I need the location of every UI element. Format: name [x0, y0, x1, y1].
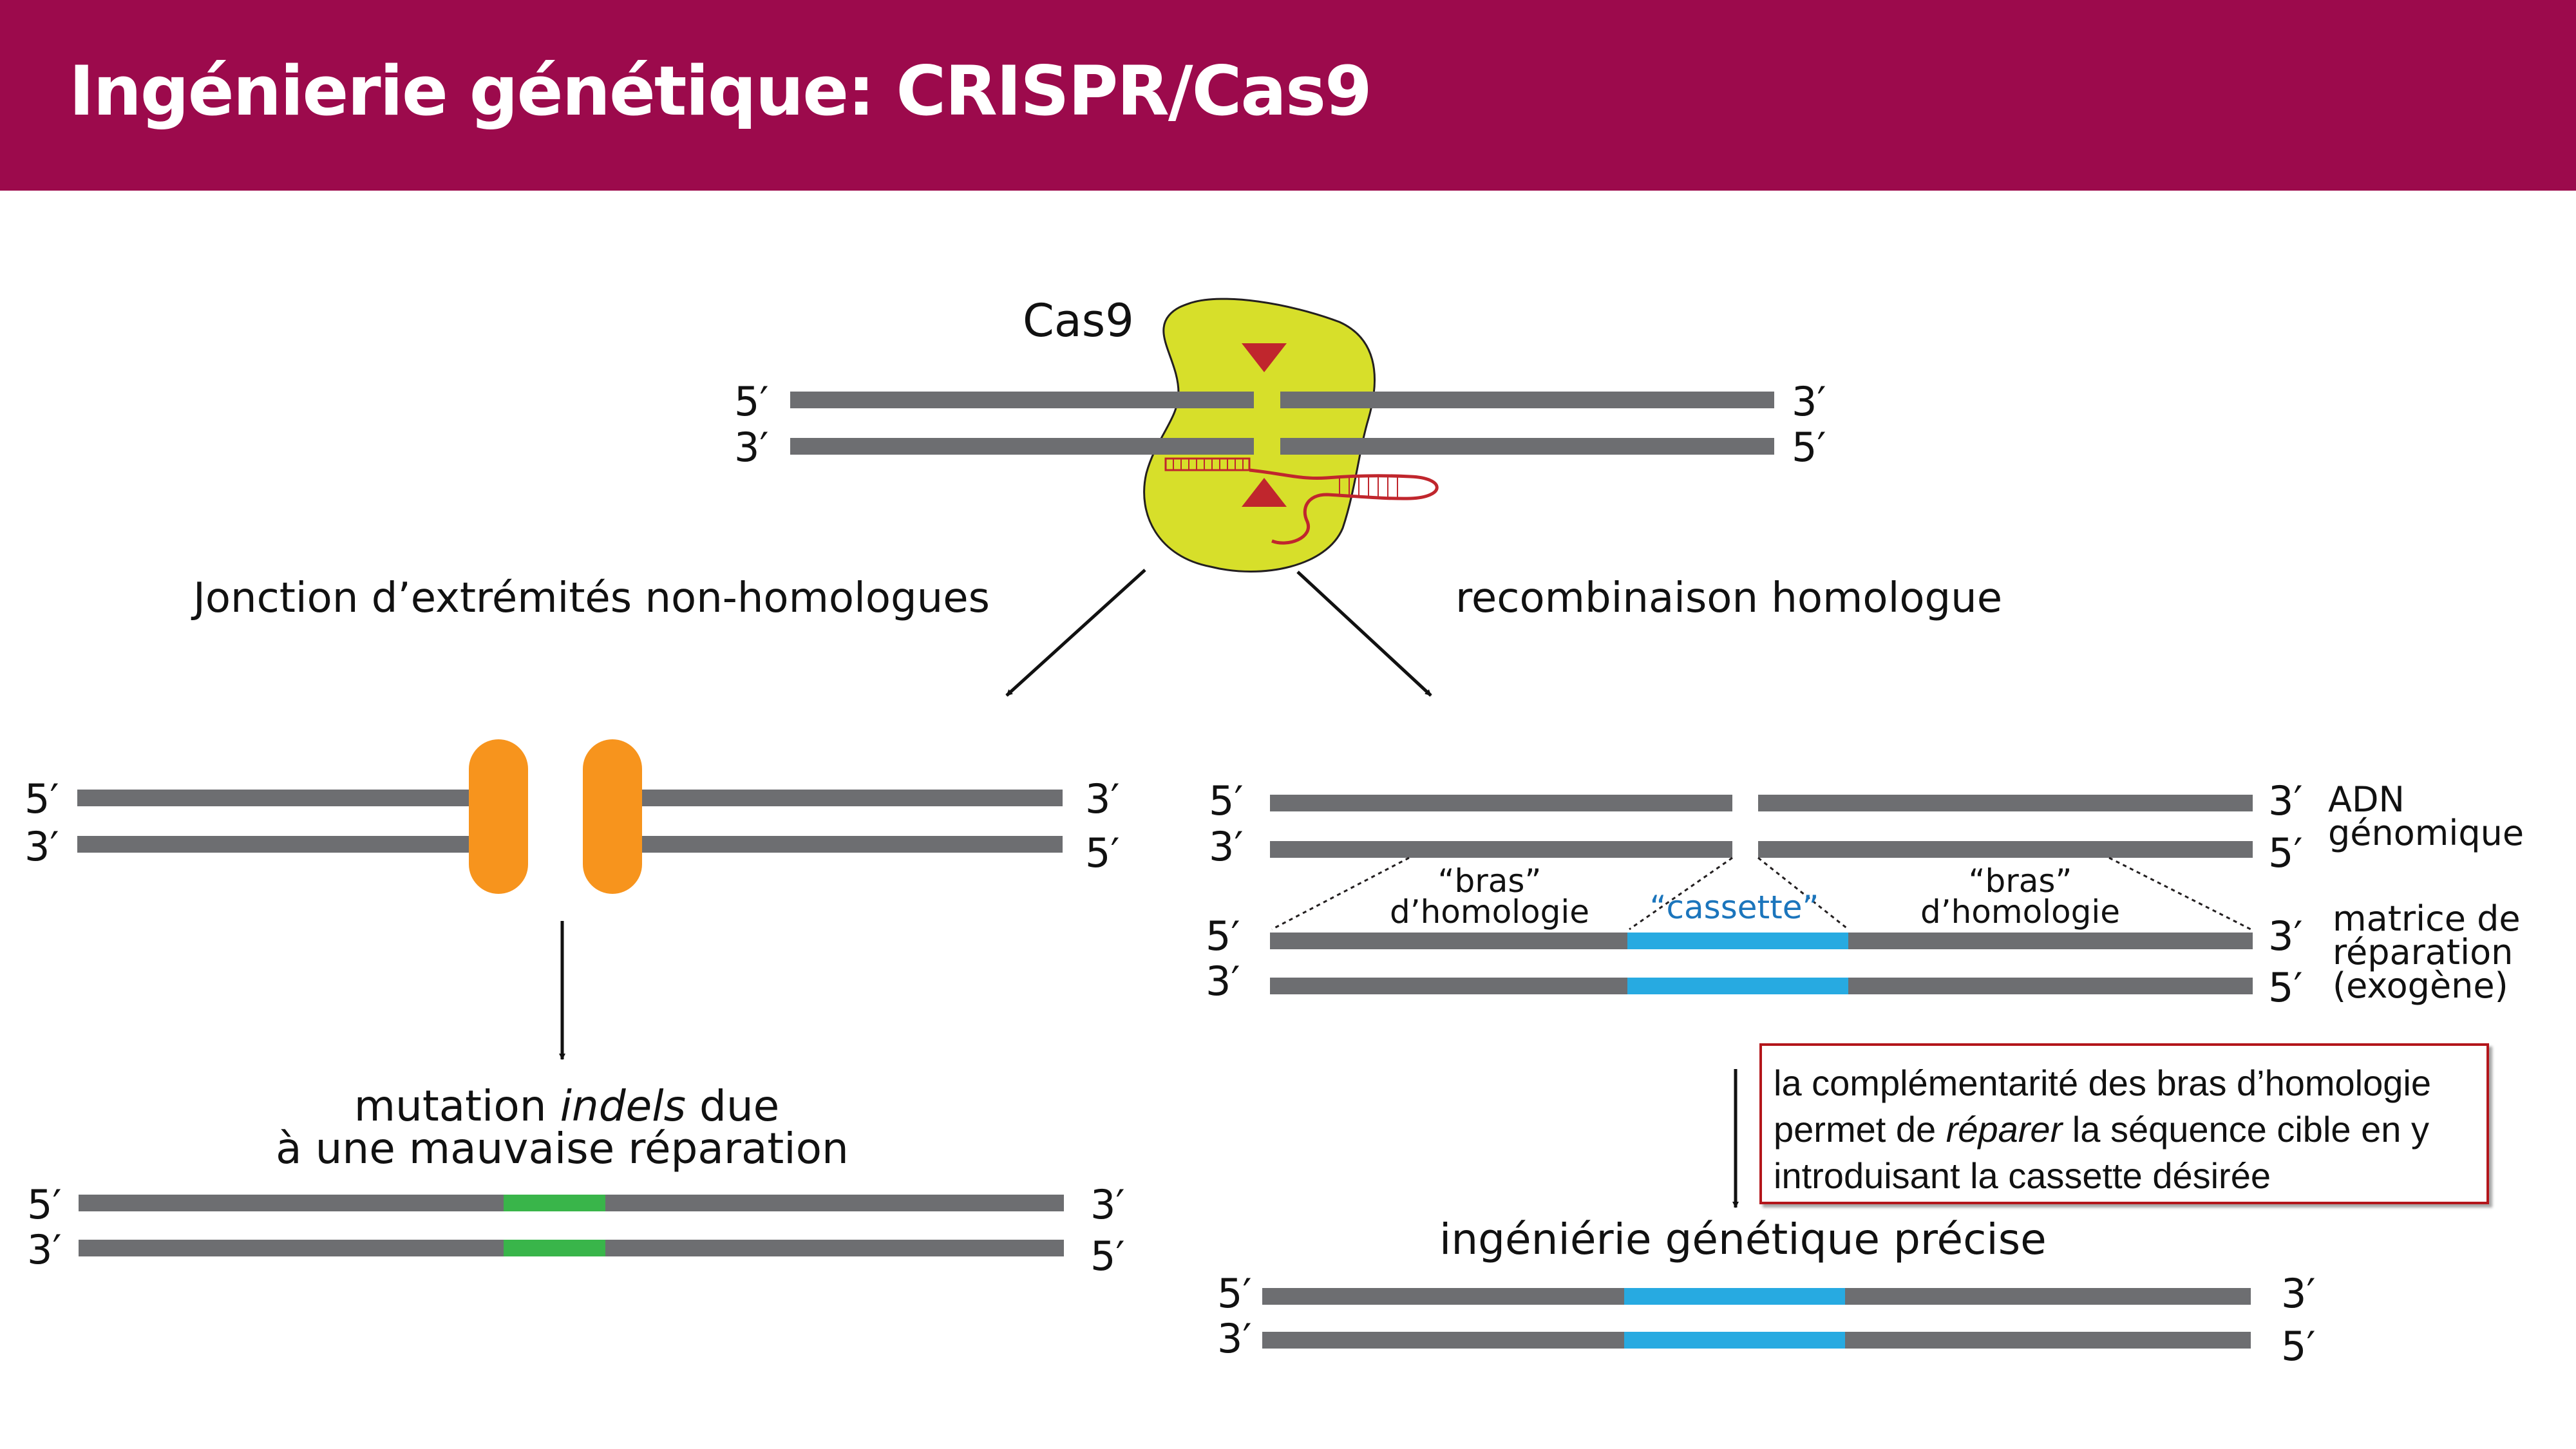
cut-marker-bottom	[1242, 478, 1287, 507]
arm-left-label-line1: “bras”	[1438, 862, 1542, 900]
nhej-strand-top-left	[77, 790, 483, 806]
arrow-to-nhej	[1005, 569, 1146, 697]
hdr-template-labels: “bras” d’homologie “cassette” “bras” d’h…	[1390, 862, 2120, 931]
target-strand-top-right	[1280, 392, 1774, 408]
title-banner: Ingénierie génétique: CRISPR/Cas9	[0, 0, 2576, 191]
nhej-top-5prime: 5′	[24, 775, 59, 822]
target-strand-top-left	[790, 392, 1254, 408]
nhej-result-top-3prime: 3′	[1090, 1181, 1125, 1228]
ku-protein-left	[469, 739, 528, 894]
nhej-strand-bottom-left	[77, 836, 483, 853]
hdr-genomic-dna: 5′ 3′ 3′ 5′ ADN génomique	[1209, 777, 2524, 876]
target-bottom-5prime: 5′	[1792, 424, 1826, 471]
arm-right-label-line1: “bras”	[1969, 862, 2072, 900]
target-dna: 5′ 3′ 3′ 5′	[734, 378, 1826, 471]
note-line-3: introduisant la cassette désirée	[1774, 1155, 2271, 1196]
hdr-result-bottom-5prime: 5′	[2281, 1323, 2316, 1370]
nhej-result: mutation indels due à une mauvaise répar…	[27, 1081, 1125, 1280]
target-bottom-3prime: 3′	[734, 424, 769, 471]
nhej-bottom-5prime: 5′	[1085, 829, 1120, 876]
nhej-result-bottom-3prime: 3′	[27, 1226, 62, 1273]
cas9-label: Cas9	[1023, 294, 1134, 347]
genomic-top-5prime: 5′	[1209, 777, 1244, 824]
nhej-result-line1: mutation indels due	[354, 1081, 780, 1131]
template-label-line3: (exogène)	[2333, 965, 2508, 1006]
template-top-3prime: 3′	[2268, 913, 2303, 960]
nhej-result-line2: à une mauvaise réparation	[276, 1124, 849, 1173]
guide-rna-scaffold	[1249, 468, 1439, 545]
homology-guides	[1271, 857, 2251, 931]
hdr-result-cassette-bottom	[1624, 1332, 1845, 1349]
nhej-strand-bottom-right	[618, 836, 1063, 853]
arm-left-label-line2: d’homologie	[1390, 893, 1589, 931]
note-line-1: la complémentarité des bras d’homologie	[1774, 1063, 2431, 1103]
nhej-broken-dna: 5′ 3′ 3′ 5′	[24, 739, 1120, 894]
genomic-strand-top-left	[1270, 795, 1732, 811]
cut-marker-top	[1242, 343, 1287, 372]
cassette-label: “cassette”	[1650, 889, 1819, 926]
note-line-2: permet de réparer la séquence cible en y	[1774, 1109, 2429, 1150]
hdr-result: ingéniérie génétique précise 5′ 3′ 3′ 5′	[1217, 1215, 2316, 1370]
genomic-bottom-3prime: 3′	[1209, 823, 1244, 870]
genomic-top-3prime: 3′	[2268, 777, 2303, 824]
nhej-result-bottom-5prime: 5′	[1090, 1233, 1125, 1280]
arrow-to-hdr	[1296, 571, 1432, 697]
guide-left-inner	[1629, 857, 1733, 931]
genomic-strand-top-right	[1758, 795, 2253, 811]
guide-rna-ticks	[1173, 459, 1244, 470]
template-label-line1: matrice de	[2333, 898, 2521, 939]
page-title: Ingénierie génétique: CRISPR/Cas9	[69, 52, 1372, 131]
hdr-result-label: ingéniérie génétique précise	[1439, 1215, 2047, 1264]
template-bottom-5prime: 5′	[2268, 964, 2303, 1011]
arm-right-label-line2: d’homologie	[1920, 893, 2120, 931]
target-strand-bottom-left	[790, 438, 1254, 455]
genomic-strand-bottom-right	[1758, 841, 2253, 858]
template-top-5prime: 5′	[1206, 913, 1240, 960]
indel-top	[504, 1195, 605, 1211]
guide-right-outer	[2108, 857, 2251, 931]
genomic-label-line1: ADN	[2328, 779, 2405, 820]
template-cassette-top	[1627, 933, 1848, 949]
hdr-result-cassette-top	[1624, 1288, 1845, 1305]
nhej-pathway-label: Jonction d’extrémités non-homologues	[191, 574, 990, 622]
target-top-3prime: 3′	[1792, 378, 1826, 425]
homology-note-box: la complémentarité des bras d’homologie …	[1759, 1043, 2489, 1204]
hdr-pathway-label: recombinaison homologue	[1455, 574, 2002, 622]
template-label-line2: réparation	[2333, 932, 2513, 972]
indel-bottom	[504, 1240, 605, 1256]
nhej-bottom-3prime: 3′	[24, 823, 59, 870]
hdr-repair-template: 5′ 3′ 3′ 5′ matrice de réparation (exogè…	[1206, 898, 2521, 1011]
nhej-strand-top-right	[618, 790, 1063, 806]
template-cassette-bottom	[1627, 978, 1848, 994]
hdr-result-top-3prime: 3′	[2281, 1270, 2316, 1317]
hdr-result-bottom-3prime: 3′	[1217, 1315, 1252, 1362]
guide-rna-hairpin-ticks	[1339, 477, 1398, 498]
target-top-5prime: 5′	[734, 378, 769, 425]
hdr-result-top-5prime: 5′	[1217, 1270, 1252, 1317]
target-strand-bottom-right	[1280, 438, 1774, 455]
cas9-complex: Cas9	[1023, 294, 1376, 573]
nhej-top-3prime: 3′	[1085, 775, 1120, 822]
cas9-protein-shape	[1143, 298, 1376, 573]
ku-protein-right	[583, 739, 642, 894]
guide-left-outer	[1271, 857, 1410, 931]
genomic-strand-bottom-left	[1270, 841, 1732, 858]
guide-rna-spacer	[1164, 457, 1251, 471]
genomic-label-line2: génomique	[2328, 813, 2524, 853]
guide-right-inner	[1757, 857, 1849, 931]
guide-rna	[1164, 343, 1439, 545]
genomic-bottom-5prime: 5′	[2268, 829, 2303, 876]
nhej-result-top-5prime: 5′	[27, 1181, 62, 1228]
template-bottom-3prime: 3′	[1206, 958, 1240, 1005]
